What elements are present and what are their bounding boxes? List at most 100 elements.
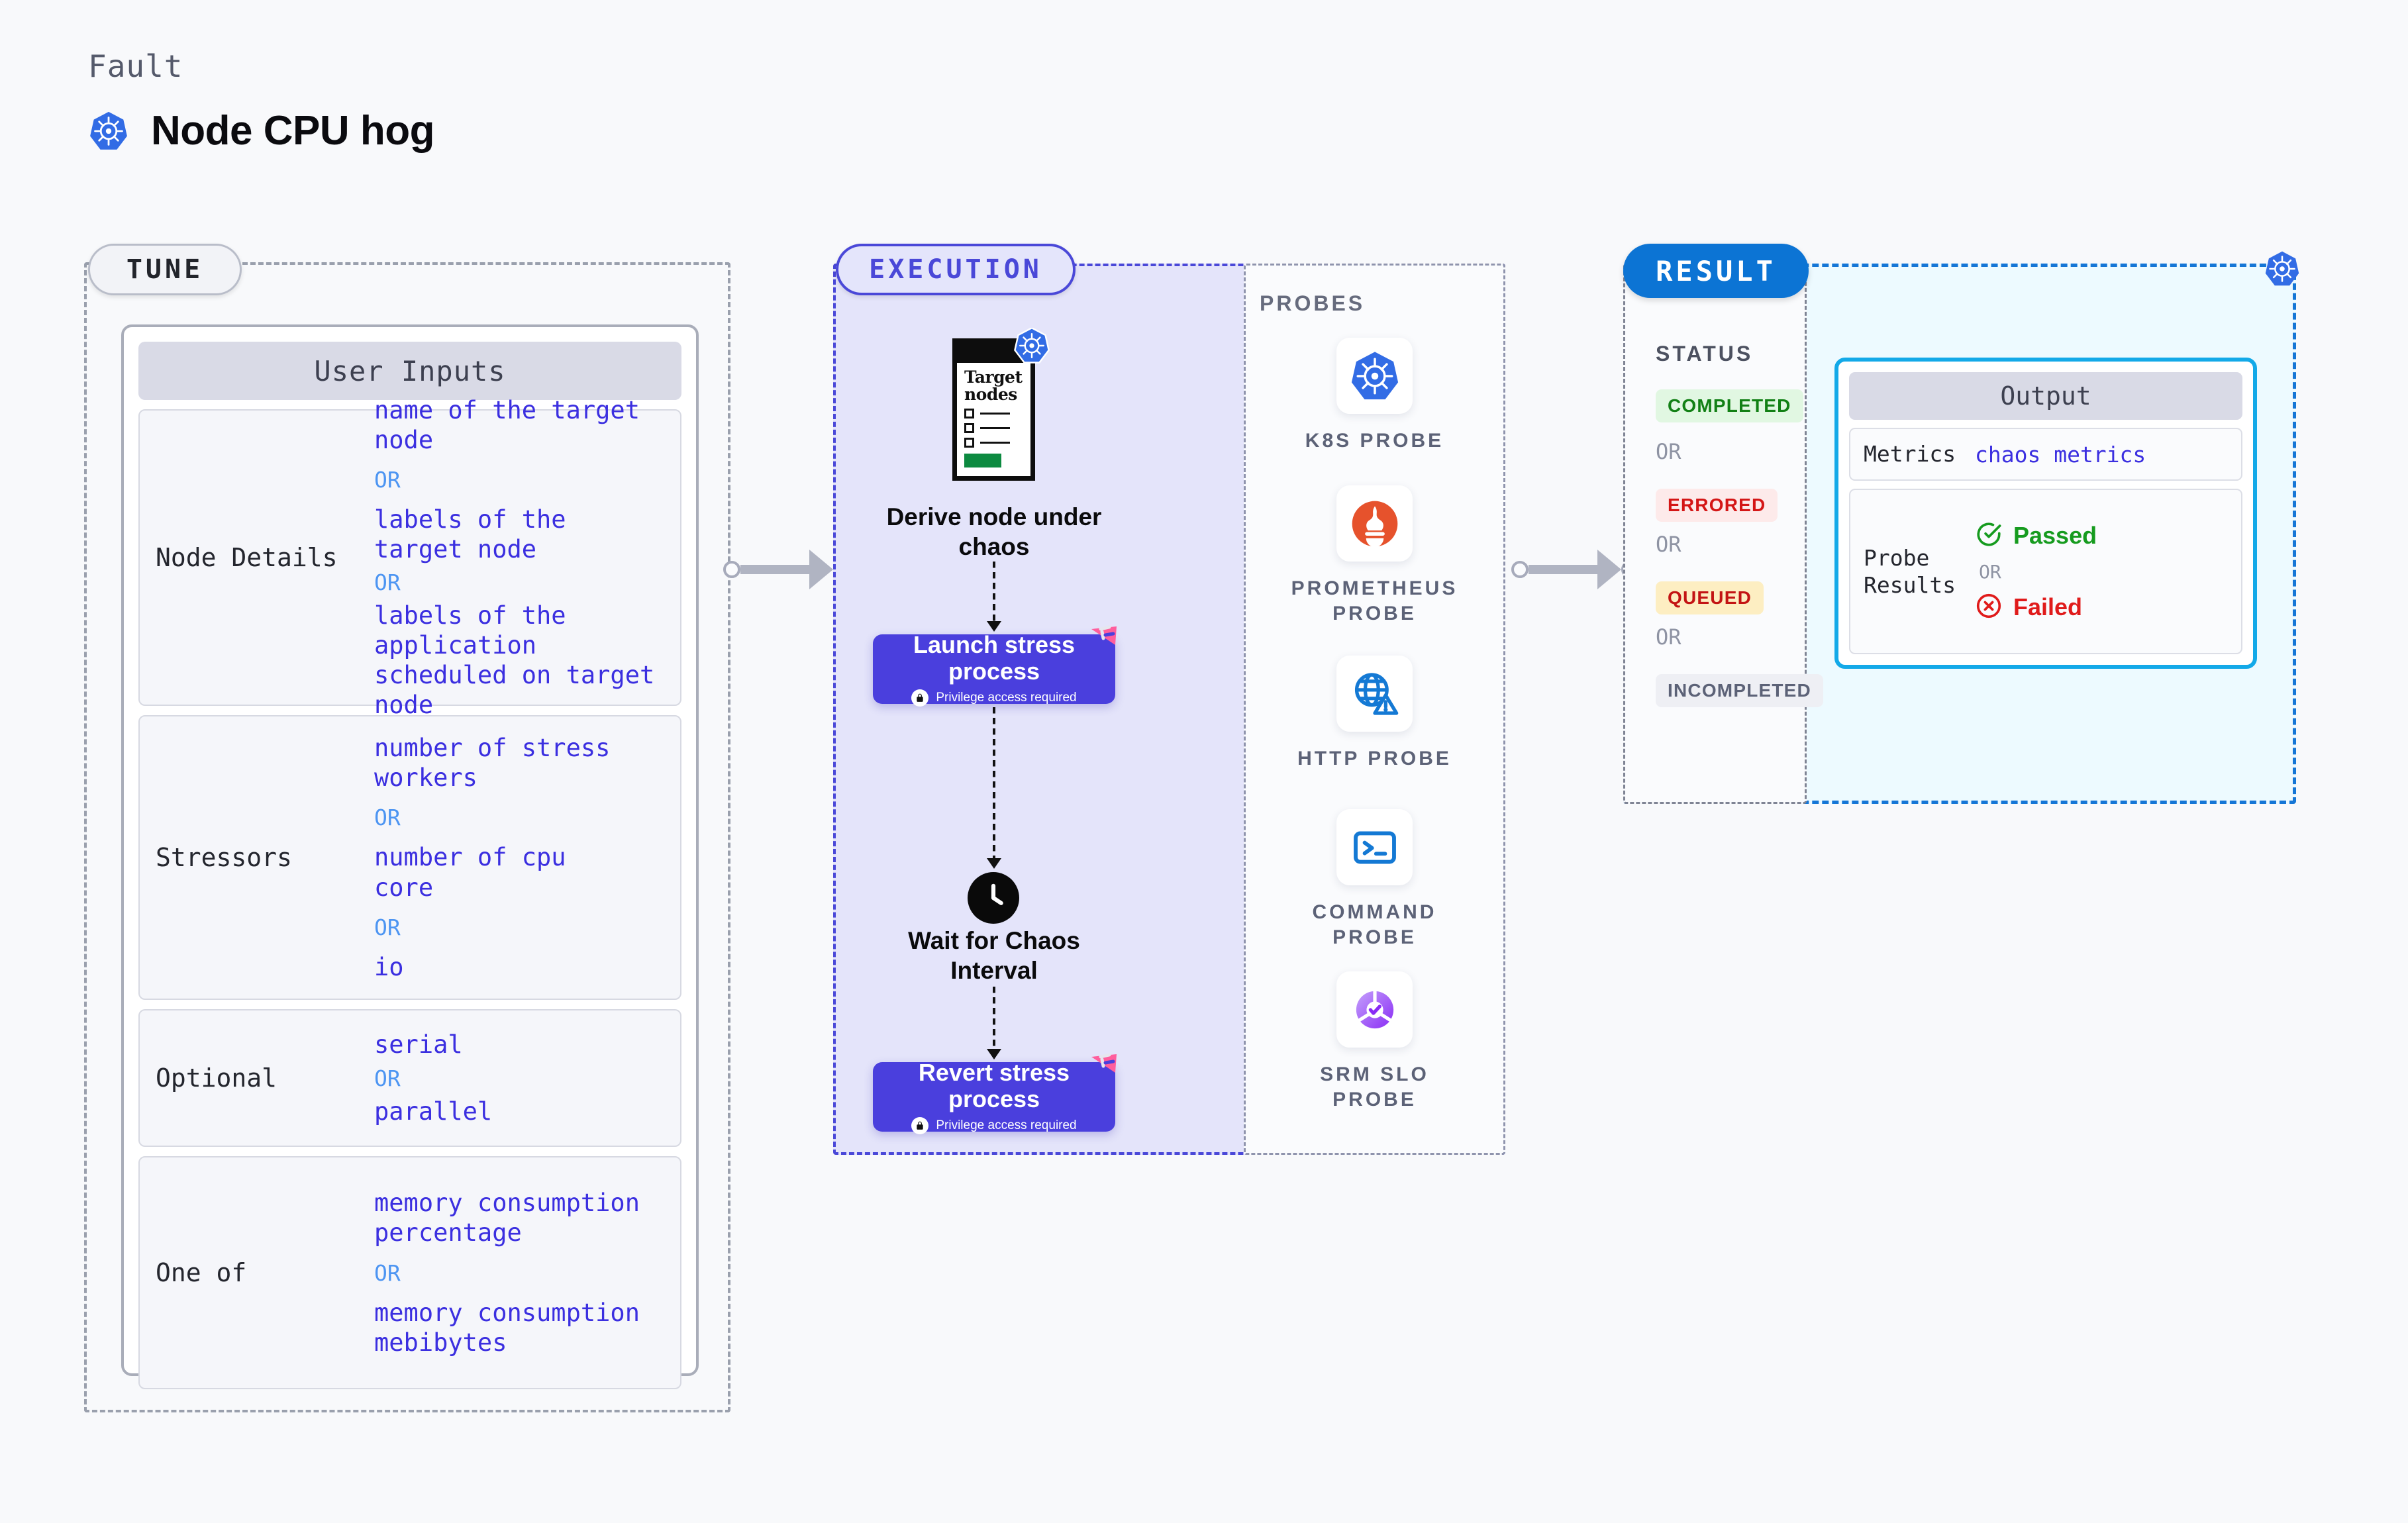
user-inputs-title: User Inputs [138,342,681,400]
list-item [964,408,1023,418]
lock-icon [911,689,929,707]
target-nodes-title: Target nodes [964,368,1023,405]
output-card: Output Metrics chaos metrics Probe Resul… [1834,358,2257,669]
probe-item-srm-slo[interactable]: SRM SLO PROBE [1244,971,1505,1112]
kubernetes-icon [88,111,129,152]
privilege-note: Privilege access required [911,689,1077,707]
status-badge-queued: QUEUED [1656,581,1764,614]
or-separator: OR [1656,532,1681,557]
kubernetes-icon [1336,338,1413,414]
tune-pill[interactable]: TUNE [88,244,242,295]
probe-label: HTTP PROBE [1297,748,1452,769]
or-separator: OR [1656,624,1681,650]
privilege-text: Privilege access required [936,691,1077,705]
or-separator: OR [374,1065,401,1091]
failed-label: Failed [2013,593,2083,620]
tune-row-node-details[interactable]: Node Details name of the target node OR … [138,396,681,719]
probe-label: SRM SLO PROBE [1320,1063,1429,1110]
slo-donut-check-icon [1336,971,1413,1048]
probe-label: K8S PROBE [1305,430,1444,452]
result-status-region [1623,264,1807,804]
revert-stress-process-card[interactable]: Revert stress process Privilege access r… [873,1053,1117,1135]
placeholder-line [980,412,1010,415]
placeholder-line [980,441,1010,444]
value-text: serial [374,1030,463,1059]
execution-pill[interactable]: EXECUTION [836,244,1076,295]
target-nodes-card: Target nodes [952,338,1035,481]
row-label: One of [156,1258,247,1287]
prometheus-icon [1336,485,1413,562]
probe-item-command[interactable]: COMMAND PROBE [1244,809,1505,950]
list-item [964,437,1023,448]
status-badge-errored: ERRORED [1656,489,1778,522]
fault-title-row: Node CPU hog [88,107,434,154]
connector-shaft [1529,565,1597,574]
user-inputs-card: User Inputs Node Details name of the tar… [121,324,699,1389]
output-row-metrics[interactable]: Metrics chaos metrics [1849,428,2242,481]
connector-tune-to-execution [723,550,850,589]
probe-result-passed: Passed [1975,520,2097,552]
row-label: Stressors [156,843,292,872]
row-label: Node Details [156,543,338,572]
fault-kicker: Fault [88,48,183,84]
card-title: Revert stress process [918,1058,1070,1112]
flow-arrow [993,562,995,624]
tune-row-optional[interactable]: Optional serial OR parallel [138,1009,681,1147]
connector-start-dot [723,561,740,578]
row-label: Probe Results [1864,544,1956,598]
flow-arrow-head [987,1049,1001,1059]
value-text: number of cpu core [374,843,566,902]
checkbox-icon [964,408,974,418]
status-badge-incompleted: INCOMPLETED [1656,674,1823,707]
tune-region [84,262,730,1412]
connector-start-dot [1511,561,1529,578]
step-caption-derive-node: Derive node under chaos [886,503,1102,561]
value-text: name of the target node [374,395,640,454]
row-values: memory consumption percentage OR memory … [374,1188,664,1357]
checkbox-icon [964,422,974,433]
or-separator: OR [374,914,401,940]
probes-section-label: PROBES [1260,291,1366,315]
terminal-icon [1336,809,1413,885]
flow-arrow [993,987,995,1052]
status-label: STATUS [1656,342,1754,366]
row-label: Metrics [1864,441,1956,467]
value-text: memory consumption percentage [374,1189,640,1248]
launch-stress-process-card[interactable]: Launch stress process Privilege access r… [873,625,1117,707]
row-values: number of stress workers OR number of cp… [374,733,664,982]
tune-row-stressors[interactable]: Stressors number of stress workers OR nu… [138,715,681,1000]
or-separator: OR [374,805,401,831]
output-row-probe-results[interactable]: Probe Results Passed OR [1849,489,2242,654]
placeholder-line [980,426,1010,429]
execution-flow: Target nodes Derive node under c [833,264,1244,1155]
or-separator: OR [1656,439,1681,464]
row-label: Optional [156,1063,277,1093]
value-text: labels of the application scheduled on t… [374,601,655,720]
connector-arrow-head [809,550,833,589]
checkbox-icon [964,437,974,448]
probe-label: PROMETHEUS PROBE [1291,577,1458,624]
check-circle-icon [1975,520,2003,552]
passed-label: Passed [2013,522,2097,549]
probe-item-http[interactable]: HTTP PROBE [1244,656,1505,771]
connector-shaft [740,565,809,574]
or-separator: OR [374,466,401,493]
result-pill[interactable]: RESULT [1623,244,1809,298]
probe-item-k8s[interactable]: K8S PROBE [1244,338,1505,454]
output-title: Output [1849,372,2242,420]
lock-icon [911,1117,929,1135]
card-title: Launch stress process [913,630,1076,685]
or-separator: OR [374,569,401,595]
connector-execution-to-result [1511,550,1638,589]
step-caption-wait-interval: Wait for Chaos Interval [908,927,1080,985]
harness-logo-icon [1089,625,1119,655]
or-separator: OR [374,1259,401,1286]
metrics-value: chaos metrics [1975,441,2146,467]
value-text: number of stress workers [374,734,611,793]
privilege-note: Privilege access required [911,1117,1077,1135]
x-circle-icon [1975,592,2003,623]
tune-row-one-of[interactable]: One of memory consumption percentage OR … [138,1156,681,1389]
page-title: Node CPU hog [151,108,434,154]
flow-arrow [993,707,995,861]
probe-item-prometheus[interactable]: PROMETHEUS PROBE [1244,485,1505,626]
